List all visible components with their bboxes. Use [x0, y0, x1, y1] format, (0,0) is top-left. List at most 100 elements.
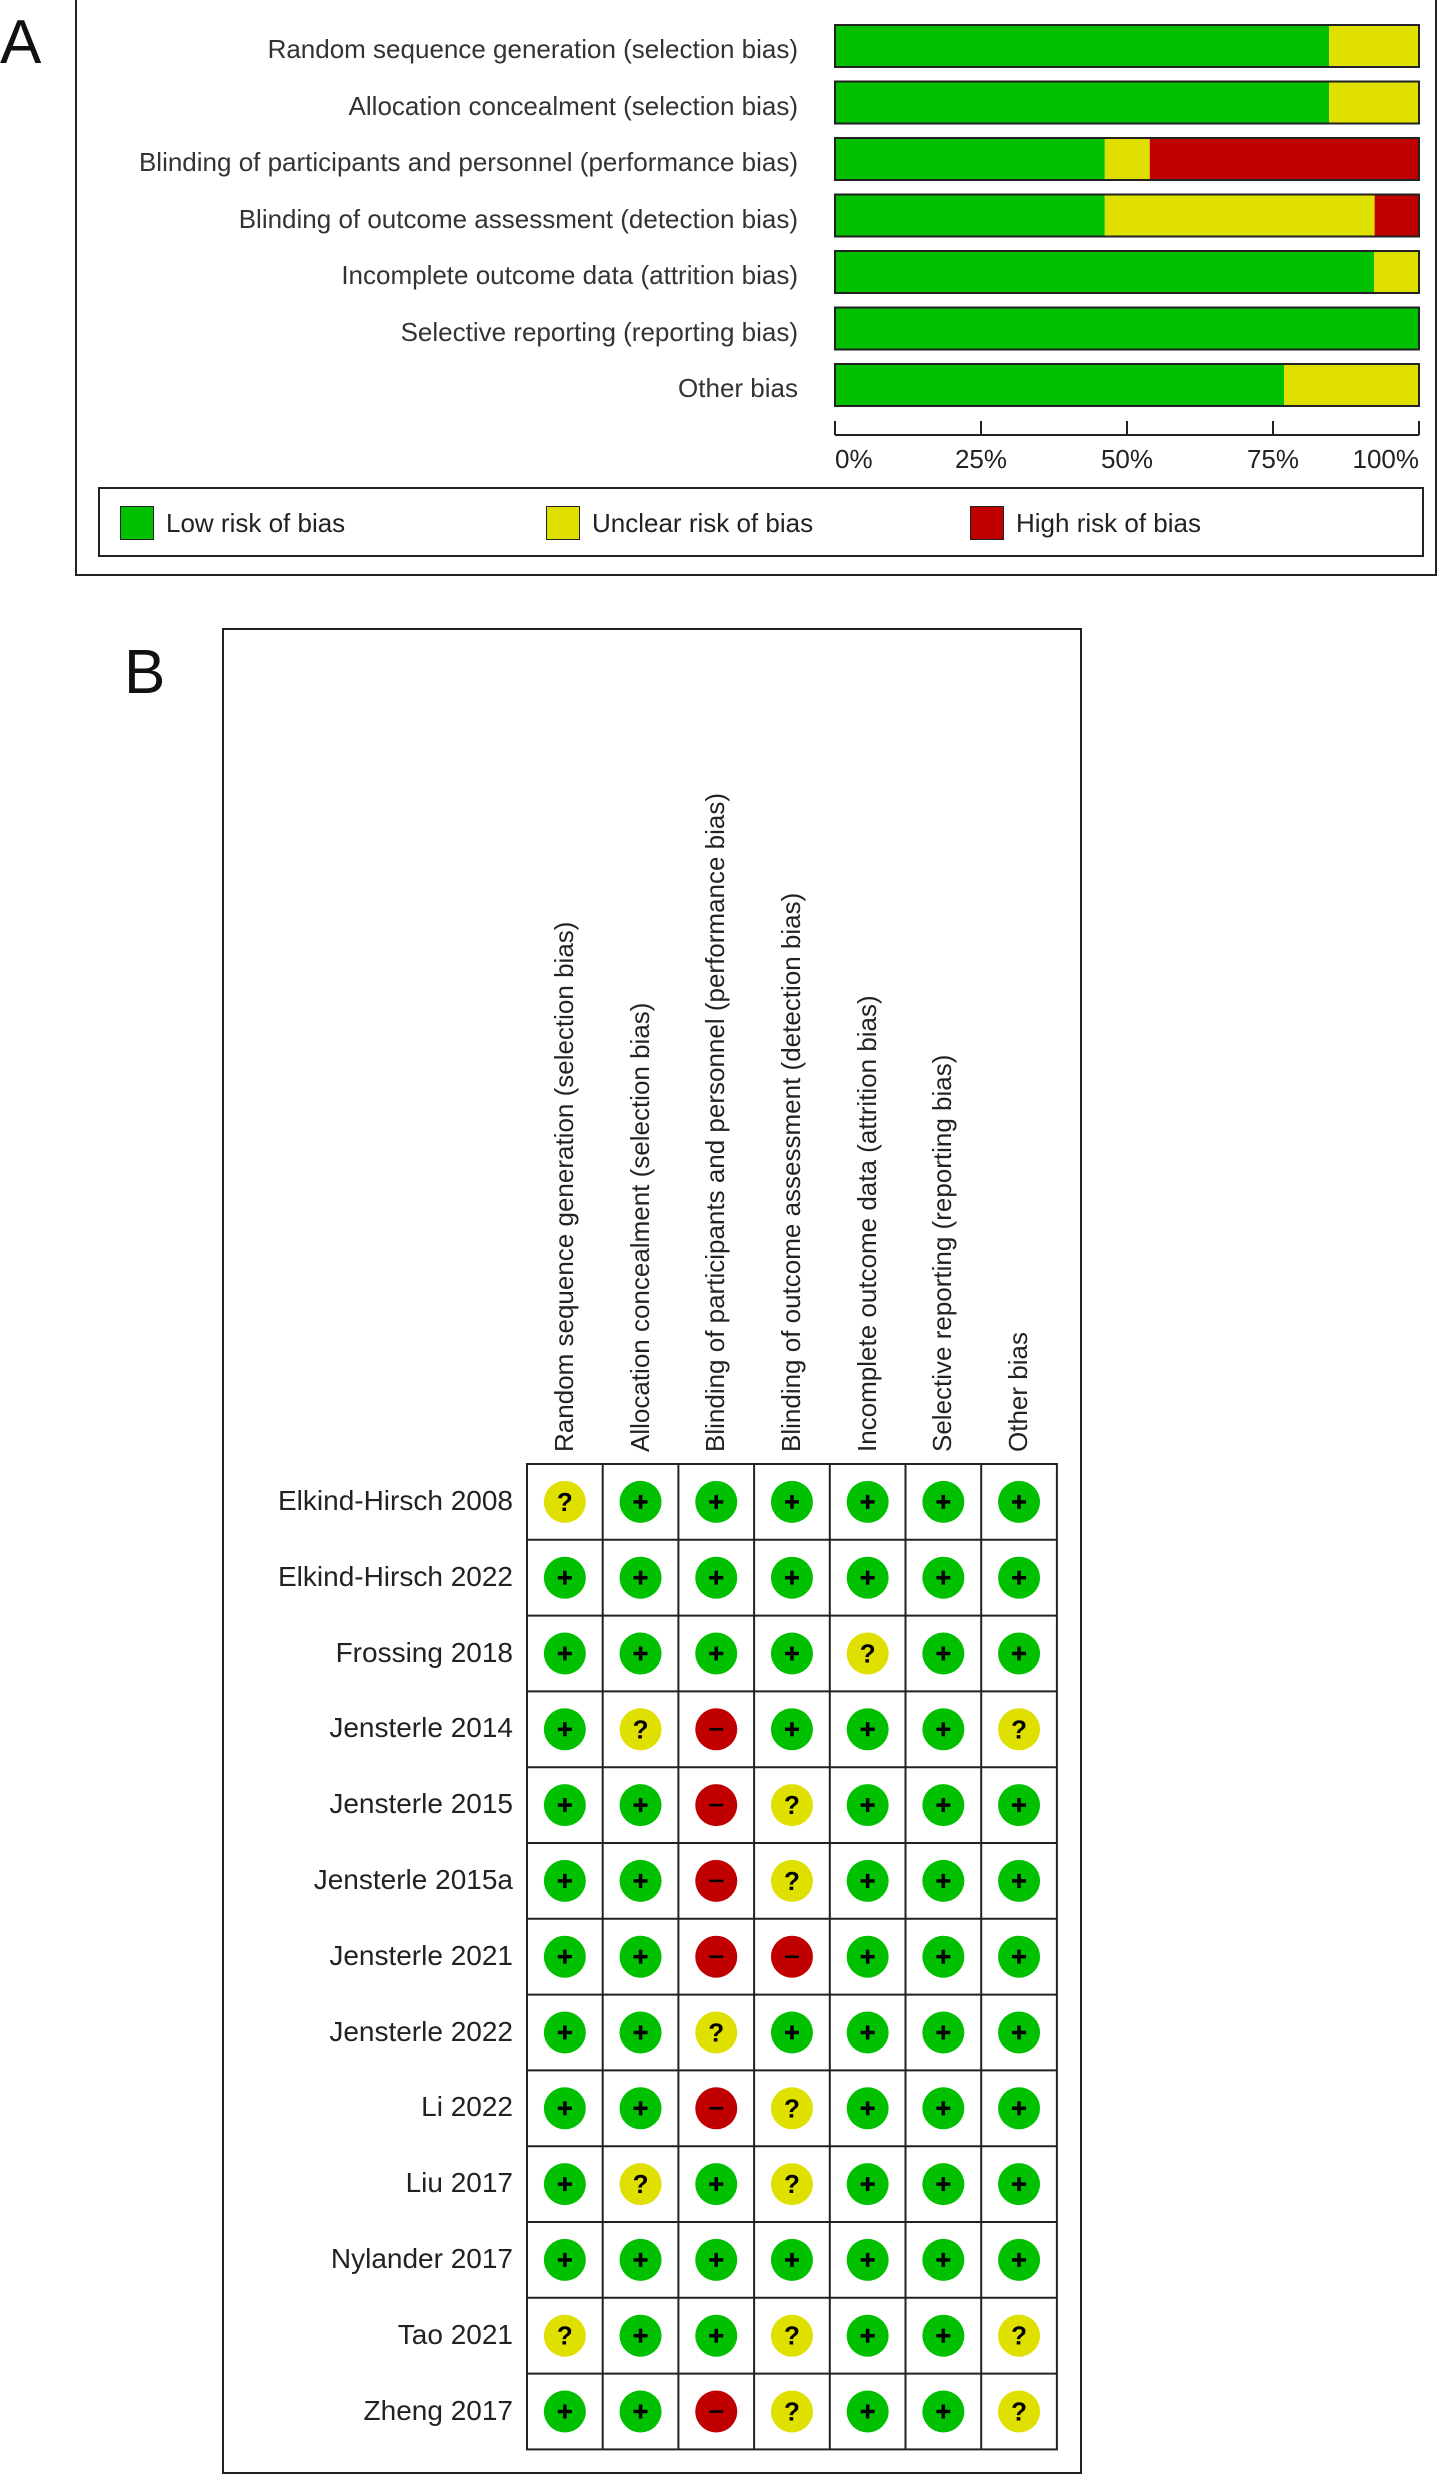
judgement-circle: [998, 2390, 1041, 2433]
judgement-low-risk: [998, 1632, 1041, 1675]
judgement-circle: [770, 1784, 813, 1827]
domain-label: Incomplete outcome data (attrition bias): [341, 260, 798, 290]
question-icon: ?: [557, 2321, 573, 2351]
legend-item-unclear: Unclear risk of bias: [546, 505, 813, 541]
judgement-low-risk: [998, 2087, 1041, 2130]
judgement-low-risk: [998, 2238, 1041, 2281]
bar-outline: [834, 306, 1420, 351]
judgement-low-risk: [998, 1556, 1041, 1599]
judgement-low-risk: [922, 1480, 965, 1523]
bar-segment-low: [835, 251, 1375, 293]
judgement-high-risk: [695, 2390, 738, 2433]
legend-swatch-low: [120, 506, 154, 540]
judgement-low-risk: [846, 1556, 889, 1599]
judgement-low-risk: [695, 1556, 738, 1599]
legend-item-low: Low risk of bias: [120, 505, 345, 541]
study-label: Elkind-Hirsch 2022: [278, 1560, 513, 1592]
legend: Low risk of bias Unclear risk of bias Hi…: [98, 487, 1424, 557]
judgement-low-risk: [619, 2238, 662, 2281]
judgement-low-risk: [619, 2390, 662, 2433]
question-icon: ?: [784, 2169, 800, 2199]
judgement-low-risk: [695, 1632, 738, 1675]
judgement-low-risk: [922, 1708, 965, 1751]
panel-b-frame: [222, 628, 1082, 2474]
judgement-unclear-risk: ?: [998, 2314, 1041, 2357]
summary-bar-chart: 0%25%50%75%100%: [834, 24, 1420, 474]
judgement-unclear-risk: ?: [619, 1708, 662, 1751]
judgement-circle: [695, 2011, 738, 2054]
judgement-low-risk: [770, 2238, 813, 2281]
judgement-low-risk: [619, 1935, 662, 1978]
judgement-low-risk: [998, 1935, 1041, 1978]
bar-segment-low: [835, 138, 1105, 180]
bar-outline: [834, 137, 1420, 181]
judgement-low-risk: [619, 2087, 662, 2130]
judgement-circle: [846, 1632, 889, 1675]
judgement-low-risk: [922, 2087, 965, 2130]
bar-segment-high: [1149, 138, 1420, 180]
study-label: Frossing 2018: [335, 1636, 513, 1668]
study-label: Zheng 2017: [363, 2394, 513, 2426]
judgement-low-risk: [770, 1556, 813, 1599]
question-icon: ?: [784, 2397, 800, 2427]
question-icon: ?: [633, 1714, 649, 1744]
question-icon: ?: [1011, 2397, 1027, 2427]
judgement-low-risk: [922, 2390, 965, 2433]
bar-segment-unclear: [1329, 25, 1419, 67]
judgement-low-risk: [846, 2390, 889, 2433]
judgement-low-risk: [695, 2314, 738, 2357]
judgement-unclear-risk: ?: [770, 2163, 813, 2206]
judgement-low-risk: [846, 1784, 889, 1827]
judgement-unclear-risk: ?: [770, 2390, 813, 2433]
domain-label: Random sequence generation (selection bi…: [267, 34, 798, 64]
judgement-high-risk: [770, 1935, 813, 1978]
judgement-unclear-risk: ?: [846, 1632, 889, 1675]
judgement-low-risk: [922, 2011, 965, 2054]
judgement-low-risk: [998, 1859, 1041, 1902]
judgement-low-risk: [543, 1708, 586, 1751]
judgement-low-risk: [922, 1556, 965, 1599]
bar-segment-low: [835, 194, 1105, 237]
judgement-unclear-risk: ?: [770, 1859, 813, 1902]
study-label: Jensterle 2022: [329, 2015, 513, 2047]
judgement-circle: [770, 1859, 813, 1902]
question-icon: ?: [633, 2169, 649, 2199]
legend-swatch-high: [970, 506, 1004, 540]
question-icon: ?: [784, 2321, 800, 2351]
study-label: Jensterle 2015a: [313, 1863, 513, 1895]
x-tick-label: 75%: [1247, 444, 1299, 474]
question-icon: ?: [784, 2093, 800, 2123]
judgement-unclear-risk: ?: [770, 1784, 813, 1827]
judgement-low-risk: [619, 2011, 662, 2054]
bar-segment-unclear: [1284, 364, 1419, 406]
judgement-low-risk: [846, 1480, 889, 1523]
question-icon: ?: [1011, 1714, 1027, 1744]
judgement-low-risk: [619, 1859, 662, 1902]
bar-outline: [834, 250, 1420, 294]
judgement-low-risk: [543, 1784, 586, 1827]
domain-label: Blinding of participants and personnel (…: [138, 147, 798, 177]
bar-outline: [834, 193, 1420, 238]
judgement-circle: [770, 2390, 813, 2433]
judgement-high-risk: [695, 1935, 738, 1978]
judgement-low-risk: [922, 2238, 965, 2281]
judgement-high-risk: [695, 1708, 738, 1751]
panel-a-frame: [75, 0, 1437, 576]
x-tick-label: 100%: [1353, 444, 1420, 474]
judgement-low-risk: [998, 2163, 1041, 2206]
judgement-unclear-risk: ?: [619, 2163, 662, 2206]
legend-label-high: High risk of bias: [1016, 507, 1201, 538]
legend-label-low: Low risk of bias: [166, 507, 346, 538]
judgement-low-risk: [846, 2314, 889, 2357]
judgement-low-risk: [922, 1632, 965, 1675]
judgement-low-risk: [846, 2087, 889, 2130]
judgement-unclear-risk: ?: [998, 2390, 1041, 2433]
study-label: Jensterle 2021: [329, 1939, 513, 1971]
judgement-circle: [770, 2163, 813, 2206]
judgement-low-risk: [619, 1556, 662, 1599]
judgement-low-risk: [998, 1480, 1041, 1523]
bar-segment-low: [835, 25, 1330, 67]
judgement-circle: [770, 2314, 813, 2357]
bar-segment-low: [835, 81, 1330, 124]
bar-segment-unclear: [1104, 194, 1375, 237]
